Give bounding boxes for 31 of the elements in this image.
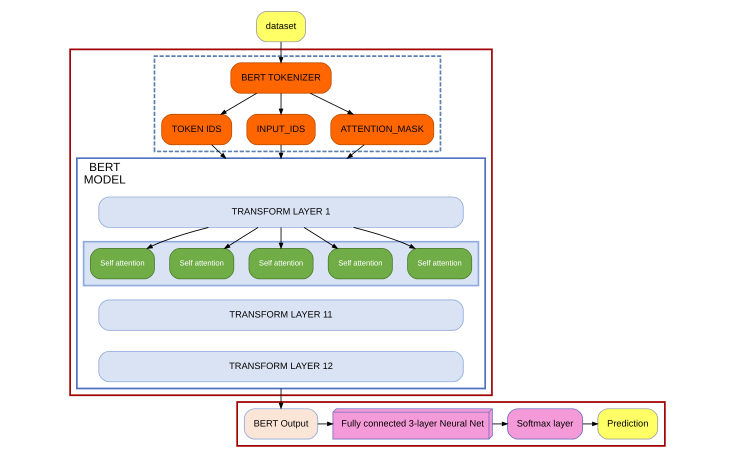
arrow [492, 422, 509, 426]
arrow [278, 92, 284, 116]
arrow [224, 227, 259, 250]
node-box: TRANSFORM LAYER 1 [98, 196, 464, 228]
arrow [278, 144, 284, 160]
node-box: TRANSFORM LAYER 11 [98, 299, 464, 331]
arrow [211, 144, 227, 160]
arrow [278, 41, 284, 64]
node-box: ATTENTION_MASK [330, 114, 434, 146]
arrow [304, 227, 339, 250]
arrow [310, 92, 354, 115]
node-box: BERT Output [244, 408, 318, 440]
node-box: Self attention [248, 248, 314, 280]
node-box: Prediction [597, 408, 658, 440]
node-box: INPUT_IDS [246, 114, 316, 146]
node-box: TRANSFORM LAYER 12 [98, 350, 464, 382]
node-box: Self attention [169, 248, 234, 280]
cluster [69, 48, 493, 396]
node-box: Self attention [407, 248, 472, 280]
arrow [278, 388, 284, 410]
node-box: Self attention [328, 248, 393, 280]
node-box: Self attention [90, 248, 155, 280]
arrow [220, 92, 258, 115]
node-box: BERT TOKENIZER [230, 62, 332, 94]
node-box: TOKEN IDS [161, 114, 232, 146]
node-box: dataset [256, 10, 306, 42]
arrow [582, 422, 599, 426]
arrow [278, 227, 284, 250]
node-box: Softmax layer [507, 408, 584, 440]
arrow [317, 422, 334, 426]
arrow [346, 144, 365, 159]
